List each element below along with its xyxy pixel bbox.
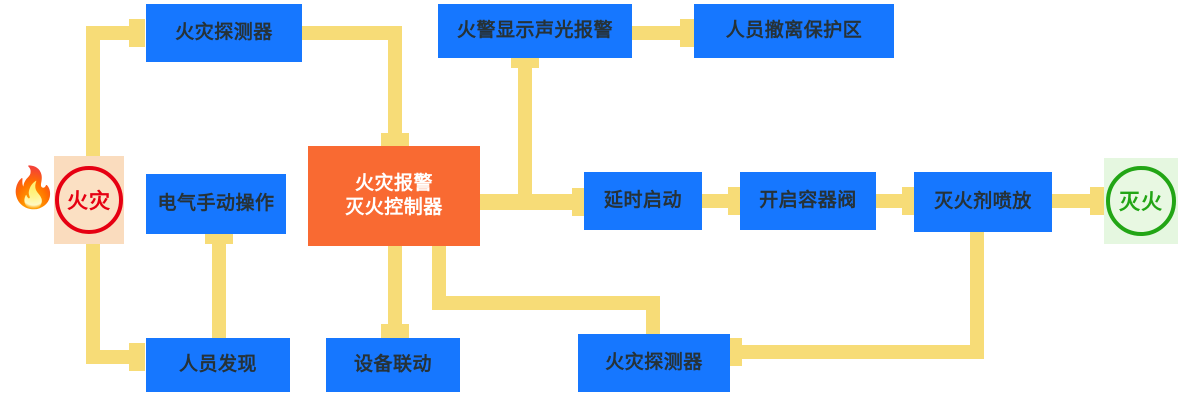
diagram-title: 火灾自动报警及气体灭火联动控制流程图 [0,0,1,1]
edge-release-down [970,232,984,352]
node-person-found[interactable]: 人员发现 [146,338,290,392]
node-evacuate[interactable]: 人员撤离保护区 [694,4,894,58]
arrowhead-end [1090,187,1106,215]
node-detector-top[interactable]: 火灾探测器 [146,4,302,62]
node-open-valve[interactable]: 开启容器阀 [740,172,876,230]
start-label: 火灾 [67,190,111,213]
node-agent-release-label: 灭火剂喷放 [934,191,1032,213]
flame-icon: 🔥 [8,166,58,210]
node-detector-top-label: 火灾探测器 [175,22,273,44]
controller-label-line2: 灭火控制器 [345,197,443,218]
end-circle: 灭火 [1106,166,1176,236]
edge-person-found-up [212,234,226,356]
node-agent-release[interactable]: 灭火剂喷放 [914,172,1052,232]
edge-controller-to-delay [518,194,584,210]
node-delay-start[interactable]: 延时启动 [584,172,702,230]
node-evacuate-label: 人员撤离保护区 [725,20,863,42]
node-device-linkage[interactable]: 设备联动 [326,338,460,392]
edge-detector-top-right [302,26,402,40]
arrowhead-person-found [129,343,145,371]
edge-release-to-end [1052,194,1102,208]
node-manual-operate-label: 电气手动操作 [157,193,275,215]
arrowhead-evacuate [680,19,696,47]
node-detector-bottom[interactable]: 火灾探测器 [578,334,730,392]
node-manual-operate[interactable]: 电气手动操作 [146,174,286,234]
node-alarm-display[interactable]: 火警显示声光报警 [438,4,632,58]
edge-controller-to-alarm-up [518,58,532,210]
node-controller[interactable]: 火灾报警 灭火控制器 [308,146,480,246]
edge-release-left-run [740,345,984,359]
node-person-found-label: 人员发现 [178,354,257,376]
arrowhead-detector-top [129,19,145,47]
node-alarm-display-label: 火警显示声光报警 [456,20,613,42]
arrowhead-device-linkage [381,324,409,340]
edge-controller-down-2 [432,246,446,300]
edge-alarm-to-evacuate [632,26,692,40]
node-open-valve-label: 开启容器阀 [759,190,857,212]
node-detector-bottom-label: 火灾探测器 [605,352,703,374]
arrowhead-detector-bottom [726,338,742,366]
controller-label-line1: 火灾报警 [354,173,433,195]
end-label: 灭火 [1119,191,1163,214]
arrowhead-controller-top [381,133,409,149]
edge-controller-right-run [432,296,660,310]
edge-controller-down-3 [646,296,660,340]
node-delay-start-label: 延时启动 [603,190,682,212]
terminal-end[interactable]: 灭火 [1104,158,1178,244]
terminal-start[interactable]: 火灾 [54,156,124,244]
start-circle: 火灾 [55,166,123,234]
edge-detector-top-down [388,26,402,146]
node-device-linkage-label: 设备联动 [353,354,432,376]
